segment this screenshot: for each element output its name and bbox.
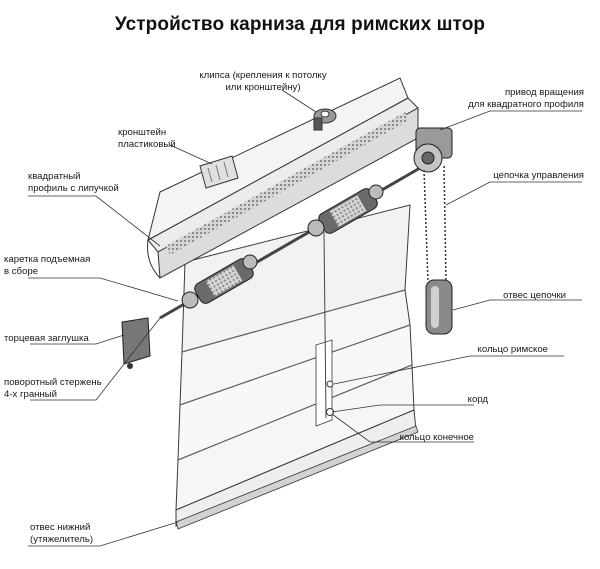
control-chain (423, 165, 447, 283)
rail-profile (147, 77, 419, 279)
drive-mechanism (413, 127, 453, 173)
label-chain-weight: отвес цепочки (503, 290, 566, 301)
label-rod: поворотный стержень 4-х гранный (4, 377, 102, 400)
plastic-bracket (199, 155, 239, 189)
label-bottom-weight: отвес нижний (утяжелитель) (30, 522, 94, 545)
cord-window (315, 231, 334, 427)
ceiling-clip (313, 108, 337, 131)
end-cap-screw (127, 363, 133, 369)
carriage-right (307, 184, 384, 237)
label-roman-ring: кольцо римское (477, 344, 548, 355)
chain-weight (425, 279, 453, 335)
label-drive: привод вращения для квадратного профиля (468, 87, 584, 110)
cord-line (323, 231, 327, 419)
bottom-weight (175, 425, 419, 530)
roman-ring (326, 380, 334, 388)
label-clips: клипса (крепления к потолку или кронштей… (199, 70, 327, 93)
leader-lines (28, 89, 582, 547)
roman-shade-fabric (175, 204, 417, 527)
diagram-title: Устройство карниза для римских штор (114, 14, 486, 35)
end-cap (121, 317, 151, 365)
label-carriage: каретка подъемная в сборе (4, 254, 91, 277)
label-chain: цепочка управления (493, 170, 584, 181)
label-end-ring: кольцо конечное (399, 432, 474, 443)
label-end-cap: торцевая заглушка (4, 333, 89, 344)
label-cord: корд (467, 394, 488, 405)
label-bracket: кронштейн пластиковый (118, 127, 176, 150)
label-profile: квадратный профиль с липучкой (28, 171, 119, 194)
carriage-left (181, 254, 258, 309)
